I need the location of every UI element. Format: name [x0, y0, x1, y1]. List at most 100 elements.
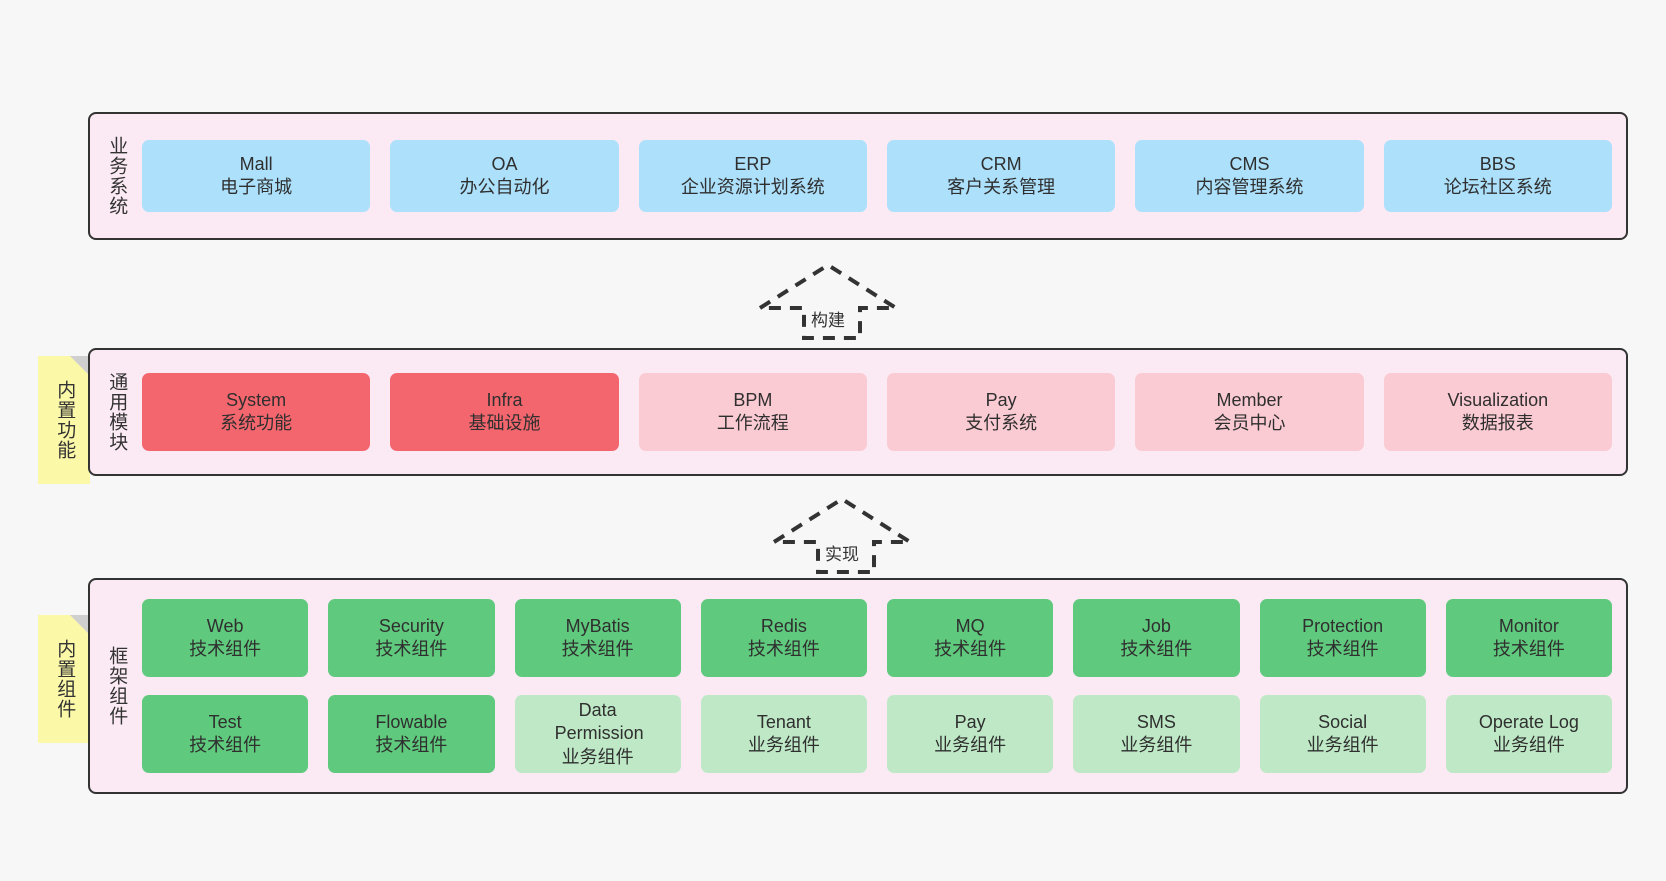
node-bpm[interactable]: BPM 工作流程 [638, 373, 867, 451]
node-title: Infra [486, 389, 523, 410]
node-title: CMS [1229, 153, 1270, 174]
node-title: OA [491, 153, 518, 174]
node-title: BPM [733, 389, 773, 410]
node-row: System 系统功能 Infra 基础设施 BPM 工作流程 Pay 支付系统… [142, 373, 1612, 451]
node-mq[interactable]: MQ 技术组件 [887, 599, 1054, 677]
node-system[interactable]: System 系统功能 [142, 373, 371, 451]
node-title: Redis [760, 615, 807, 636]
connector-build-label: 构建 [811, 311, 845, 330]
node-protection[interactable]: Protection 技术组件 [1259, 599, 1426, 677]
node-security[interactable]: Security 技术组件 [328, 599, 495, 677]
node-subtitle: 支付系统 [965, 413, 1038, 433]
node-subtitle: 业务组件 [1306, 735, 1379, 755]
layer-title-business-system: 业务系统 [106, 136, 128, 216]
connector-build: 构建 [753, 262, 903, 340]
layer-title-framework-component: 框架组件 [106, 646, 128, 726]
node-title: Member [1216, 389, 1283, 410]
node-title: Test [208, 711, 242, 732]
node-flowable[interactable]: Flowable 技术组件 [328, 695, 495, 773]
node-subtitle: 技术组件 [1492, 639, 1565, 659]
node-cms[interactable]: CMS 内容管理系统 [1135, 140, 1364, 212]
node-title: Security [378, 615, 444, 636]
node-subtitle: 技术组件 [189, 639, 262, 659]
node-title: Protection [1302, 615, 1384, 636]
connector-implement: 实现 [767, 496, 917, 574]
node-subtitle: 技术组件 [375, 639, 448, 659]
node-title: MQ [955, 615, 985, 636]
node-subtitle: 业务组件 [1492, 735, 1565, 755]
connector-implement-label: 实现 [825, 545, 859, 564]
node-mybatis[interactable]: MyBatis 技术组件 [514, 599, 681, 677]
node-crm[interactable]: CRM 客户关系管理 [886, 140, 1116, 212]
node-title: Data Permission [554, 700, 644, 744]
node-operate-log[interactable]: Operate Log 业务组件 [1445, 695, 1612, 773]
node-member[interactable]: Member 会员中心 [1135, 373, 1364, 451]
node-subtitle: 技术组件 [375, 735, 448, 755]
node-subtitle: 技术组件 [934, 639, 1007, 659]
node-subtitle: 系统功能 [220, 413, 293, 433]
node-subtitle: 论坛社区系统 [1443, 177, 1552, 197]
node-subtitle: 内容管理系统 [1195, 177, 1304, 197]
layer-body-business-system: Mall 电子商城 OA 办公自动化 ERP 企业资源计划系统 CRM 客户关系… [142, 114, 1626, 238]
node-title: Job [1141, 615, 1171, 636]
node-title: Visualization [1447, 389, 1549, 410]
node-title: Web [206, 615, 244, 636]
node-subtitle: 会员中心 [1213, 413, 1286, 433]
node-subtitle: 业务组件 [934, 735, 1007, 755]
node-subtitle: 办公自动化 [459, 177, 550, 197]
node-row: Mall 电子商城 OA 办公自动化 ERP 企业资源计划系统 CRM 客户关系… [142, 140, 1612, 212]
layer-title-common-module: 通用模块 [106, 372, 128, 452]
node-tenant[interactable]: Tenant 业务组件 [700, 695, 867, 773]
node-web[interactable]: Web 技术组件 [142, 599, 309, 677]
node-visualization[interactable]: Visualization 数据报表 [1383, 373, 1612, 451]
node-title: Mall [239, 153, 273, 174]
node-sms[interactable]: SMS 业务组件 [1073, 695, 1240, 773]
node-subtitle: 数据报表 [1461, 413, 1534, 433]
node-subtitle: 业务组件 [561, 746, 634, 767]
sticky-note-label: 内置组件 [54, 639, 76, 719]
node-title: SMS [1136, 711, 1176, 732]
node-subtitle: 技术组件 [747, 639, 820, 659]
node-social[interactable]: Social 业务组件 [1259, 695, 1426, 773]
node-title: MyBatis [565, 615, 630, 636]
node-data-permission[interactable]: Data Permission 业务组件 [514, 695, 681, 773]
node-subtitle: 业务组件 [1120, 735, 1193, 755]
node-bbs[interactable]: BBS 论坛社区系统 [1383, 140, 1612, 212]
node-title: CRM [980, 153, 1022, 174]
layer-framework-component: 框架组件 Web 技术组件 Security 技术组件 MyBatis 技术组件… [88, 578, 1628, 794]
node-subtitle: 企业资源计划系统 [680, 177, 825, 197]
node-title: Tenant [756, 711, 811, 732]
node-row: Test 技术组件 Flowable 技术组件 Data Permission … [142, 695, 1612, 773]
node-title: System [226, 389, 287, 410]
node-mall[interactable]: Mall 电子商城 [142, 140, 371, 212]
node-title: Social [1318, 711, 1368, 732]
node-subtitle: 电子商城 [220, 177, 293, 197]
node-title: Pay [954, 711, 986, 732]
node-redis[interactable]: Redis 技术组件 [700, 599, 867, 677]
implement-arrow-shape [767, 496, 917, 574]
build-arrow-shape [753, 262, 903, 340]
node-title: BBS [1479, 153, 1516, 174]
node-subtitle: 工作流程 [716, 413, 789, 433]
node-job[interactable]: Job 技术组件 [1073, 599, 1240, 677]
node-erp[interactable]: ERP 企业资源计划系统 [638, 140, 867, 212]
node-test[interactable]: Test 技术组件 [142, 695, 309, 773]
node-row: Web 技术组件 Security 技术组件 MyBatis 技术组件 Redi… [142, 599, 1612, 677]
sticky-note-label: 内置功能 [54, 380, 76, 460]
node-monitor[interactable]: Monitor 技术组件 [1445, 599, 1612, 677]
node-subtitle: 技术组件 [1306, 639, 1379, 659]
node-title: Operate Log [1478, 711, 1579, 732]
node-subtitle: 客户关系管理 [947, 177, 1056, 197]
node-pay-component[interactable]: Pay 业务组件 [887, 695, 1054, 773]
node-infra[interactable]: Infra 基础设施 [390, 373, 619, 451]
node-pay-module[interactable]: Pay 支付系统 [886, 373, 1116, 451]
node-subtitle: 技术组件 [189, 735, 262, 755]
layer-common-module: 通用模块 System 系统功能 Infra 基础设施 BPM 工作流程 Pay… [88, 348, 1628, 476]
sticky-note-builtin-function: 内置功能 [38, 356, 90, 484]
node-title: Pay [985, 389, 1017, 410]
node-title: Flowable [375, 711, 448, 732]
node-oa[interactable]: OA 办公自动化 [390, 140, 619, 212]
node-subtitle: 技术组件 [1120, 639, 1193, 659]
sticky-note-builtin-component: 内置组件 [38, 615, 90, 743]
